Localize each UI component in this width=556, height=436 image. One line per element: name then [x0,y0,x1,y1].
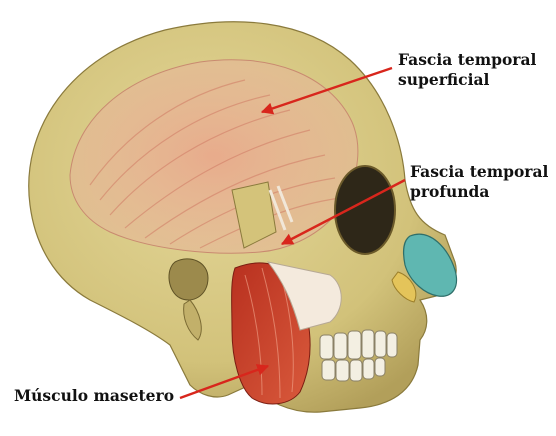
label-musculo-masetero: Músculo masetero [14,386,174,406]
label-musculo-masetero-text: Músculo masetero [14,386,174,406]
label-fascia-profunda-line2: profunda [410,182,548,202]
label-fascia-superficial: Fascia temporal superficial [398,50,536,90]
label-fascia-profunda-line1: Fascia temporal [410,162,548,182]
label-fascia-profunda: Fascia temporal profunda [410,162,548,202]
label-fascia-superficial-line1: Fascia temporal [398,50,536,70]
label-fascia-superficial-line2: superficial [398,70,536,90]
ear-meatus [169,259,208,300]
orbit [335,166,395,254]
